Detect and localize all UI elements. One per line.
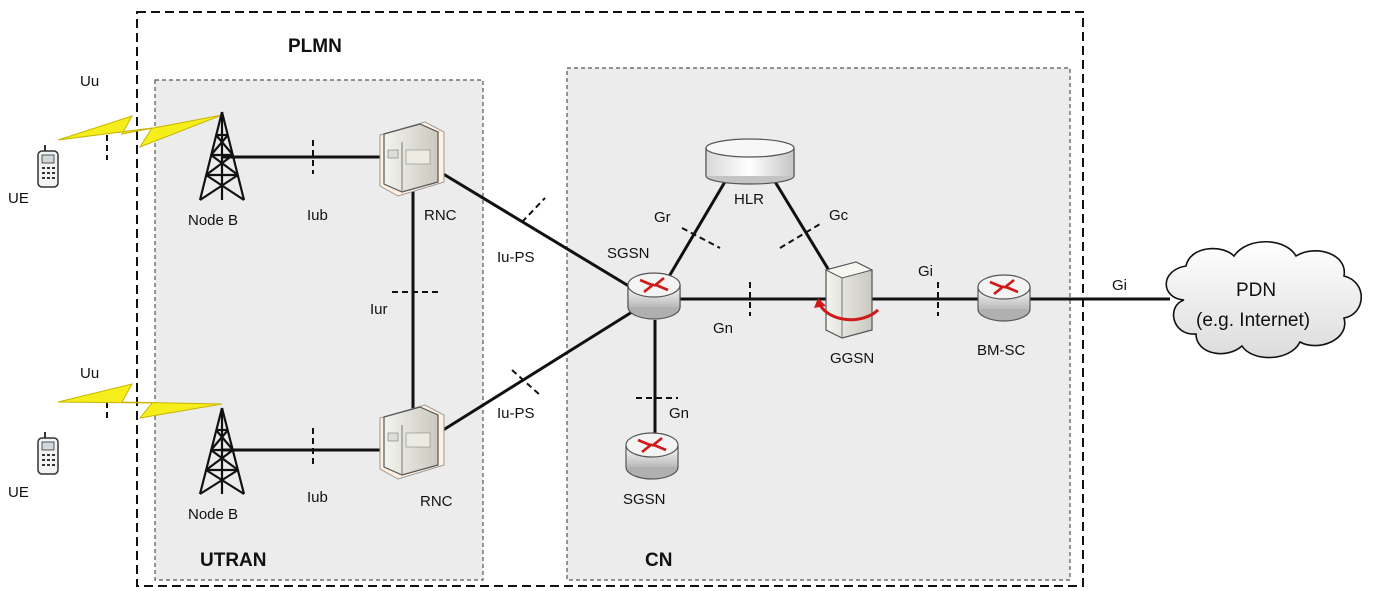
link-sgsn-hlr [662, 179, 728, 286]
hlr-label: HLR [734, 191, 764, 208]
ggsn-label: GGSN [830, 350, 874, 367]
gateway-icon [814, 261, 880, 339]
pdn-sublabel: (e.g. Internet) [1196, 310, 1310, 331]
ue-phone-icon [37, 145, 59, 188]
links [222, 155, 1170, 452]
rnc-label: RNC [424, 207, 457, 224]
router-icon [977, 274, 1031, 322]
nodeb-label: Node B [188, 212, 238, 229]
interface-label-iub: Iub [307, 489, 328, 506]
lightning-icon [57, 383, 223, 419]
rnc-server-icon [379, 404, 445, 480]
plmn-label: PLMN [288, 36, 342, 57]
interface-label-iups: Iu-PS [497, 405, 535, 422]
interface-label-iub: Iub [307, 207, 328, 224]
link-hlr-ggsn [772, 179, 838, 283]
router-icon [625, 432, 679, 480]
interface-label-gi: Gi [1112, 277, 1127, 294]
sgsn-label: SGSN [623, 491, 666, 508]
ue-label: UE [8, 484, 29, 501]
database-icon [705, 138, 795, 185]
interface-label-iur: Iur [370, 301, 388, 318]
router-icon [627, 272, 681, 320]
cell-tower-icon [198, 407, 246, 495]
interface-label-gn: Gn [669, 405, 689, 422]
cn-region [566, 67, 1071, 581]
rnc-label: RNC [420, 493, 453, 510]
interface-label-uu: Uu [80, 73, 99, 90]
link-rnc-sgsn-top [439, 170, 633, 290]
bmsc-label: BM-SC [977, 342, 1026, 359]
interface-label-gr: Gr [654, 209, 671, 226]
ue-label: UE [8, 190, 29, 207]
ue-phone-icon [37, 432, 59, 475]
link-rnc-sgsn-bottom [439, 310, 633, 434]
cn-label: CN [645, 550, 672, 571]
sgsn-label: SGSN [607, 245, 650, 262]
interface-label-gi: Gi [918, 263, 933, 280]
pdn-label: PDN [1236, 280, 1276, 301]
interface-label-gc: Gc [829, 207, 849, 224]
interface-label-iups: Iu-PS [497, 249, 535, 266]
interface-label-uu: Uu [80, 365, 99, 382]
rnc-server-icon [379, 121, 445, 197]
cloud-icon [1165, 240, 1362, 359]
interface-markers [106, 135, 939, 468]
cell-tower-icon [198, 111, 246, 201]
interface-label-gn: Gn [713, 320, 733, 337]
utran-label: UTRAN [200, 550, 267, 571]
nodeb-label: Node B [188, 506, 238, 523]
